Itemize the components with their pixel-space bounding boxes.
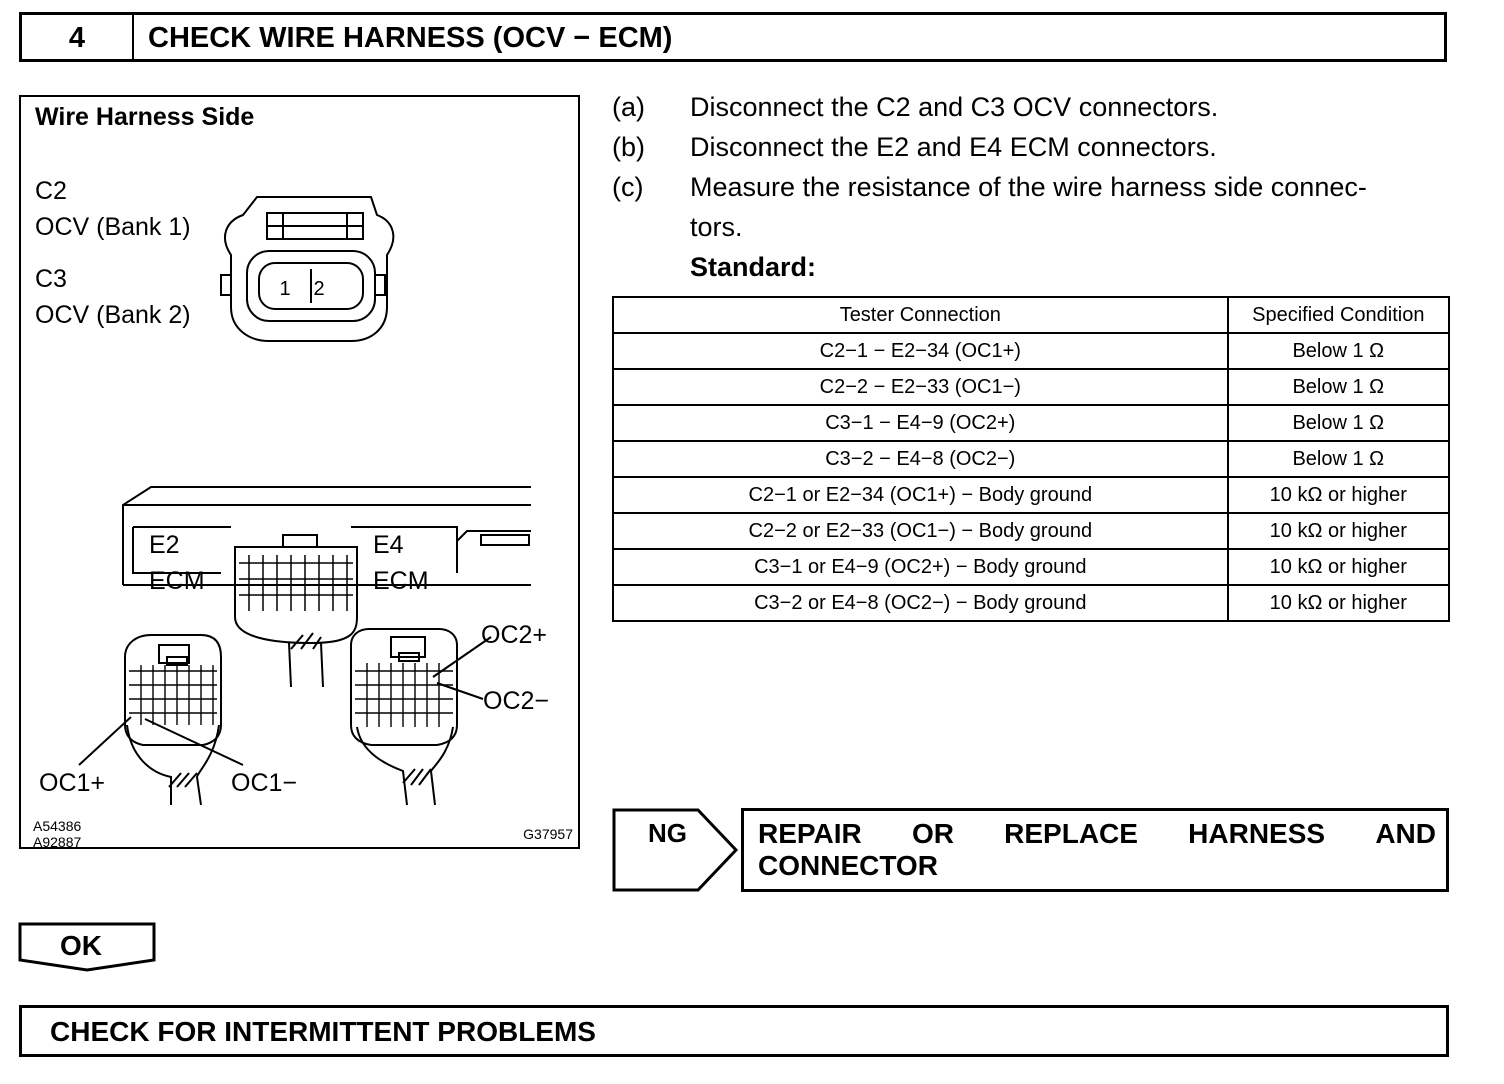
connector-diagram: Wire Harness Side C2 OCV (Bank 1) C3 OCV… (33, 103, 573, 850)
condition-cell: Below 1 Ω (1226, 332, 1451, 370)
tester-connection-cell: C3−1 − E4−9 (OC2+) (612, 404, 1229, 442)
condition-cell: Below 1 Ω (1226, 440, 1451, 478)
header-tester-connection: Tester Connection (612, 296, 1229, 334)
step-a-letter: (a) (612, 92, 645, 122)
oc1-plus-label: OC1+ (39, 769, 105, 797)
condition-cell: 10 kΩ or higher (1226, 548, 1451, 586)
step-a-text: Disconnect the C2 and C3 OCV connectors. (690, 92, 1219, 122)
oc2-minus-leader (436, 682, 484, 700)
figure-code-left-1: A54386 (33, 818, 81, 834)
oc2-plus-label: OC2+ (481, 621, 547, 649)
ng-action-word: AND (1375, 818, 1436, 849)
ng-action-box: REPAIR OR REPLACE HARNESS AND CONNECTOR (741, 808, 1449, 892)
oc1-plus-leader (78, 716, 132, 766)
oc1-minus-leader (144, 718, 244, 766)
c2-label: C2 (35, 177, 67, 205)
step-b-letter: (b) (612, 132, 645, 162)
ng-action-line1: REPAIR OR REPLACE HARNESS AND (758, 819, 1436, 849)
tester-connection-cell: C2−1 − E2−34 (OC1+) (612, 332, 1229, 370)
condition-cell: Below 1 Ω (1226, 368, 1451, 406)
oc2-plus-leader (432, 636, 492, 678)
ecm-center-connector (234, 546, 358, 645)
wire-harness-figure: Wire Harness Side C2 OCV (Bank 1) C3 OCV… (19, 95, 580, 850)
ocv-connector-body (224, 196, 395, 342)
condition-cell: 10 kΩ or higher (1226, 512, 1451, 550)
condition-cell: 10 kΩ or higher (1226, 584, 1451, 622)
table-header-row: Tester Connection Specified Condition (612, 296, 1451, 334)
tester-connection-cell: C3−2 − E4−8 (OC2−) (612, 440, 1229, 478)
next-step-box: CHECK FOR INTERMITTENT PROBLEMS (19, 1005, 1449, 1057)
e4-harness-connector (350, 628, 458, 746)
ng-arrow-box (612, 808, 739, 892)
e4-label: E4 (373, 531, 404, 559)
condition-cell: 10 kΩ or higher (1226, 476, 1451, 514)
figure-title: Wire Harness Side (35, 103, 254, 131)
tester-connection-cell: C2−1 or E2−34 (OC1+) − Body ground (612, 476, 1229, 514)
ng-action-word: OR (911, 818, 954, 849)
c3-desc: OCV (Bank 2) (35, 301, 191, 329)
step-c-text-line2: tors. (690, 212, 743, 242)
oc2-minus-label: OC2− (483, 687, 549, 715)
ok-label: OK (60, 930, 102, 961)
ng-action-word: REPLACE (1004, 818, 1138, 849)
step-title: CHECK WIRE HARNESS (OCV − ECM) (148, 22, 673, 54)
tester-connection-cell: C3−2 or E4−8 (OC2−) − Body ground (612, 584, 1229, 622)
step-c-letter: (c) (612, 172, 644, 202)
ng-label: NG (648, 818, 687, 848)
step-c-text: Measure the resistance of the wire harne… (690, 172, 1367, 202)
step-number: 4 (22, 15, 134, 59)
e4-sub: ECM (373, 567, 429, 595)
table-row: C3−1 − E4−9 (OC2+)Below 1 Ω (612, 404, 1451, 442)
ng-action-line2: CONNECTOR (758, 850, 938, 881)
tester-connection-cell: C2−2 − E2−33 (OC1−) (612, 368, 1229, 406)
table-row: C2−2 − E2−33 (OC1−)Below 1 Ω (612, 368, 1451, 406)
c3-label: C3 (35, 265, 67, 293)
ng-action-word: HARNESS (1188, 818, 1326, 849)
step-header: 4 CHECK WIRE HARNESS (OCV − ECM) (19, 12, 1447, 62)
figure-code-left-2: A92887 (33, 834, 81, 850)
step-b-text: Disconnect the E2 and E4 ECM connectors. (690, 132, 1217, 162)
oc1-minus-label: OC1− (231, 769, 297, 797)
e2-label: E2 (149, 531, 180, 559)
next-step-text: CHECK FOR INTERMITTENT PROBLEMS (50, 1016, 596, 1047)
ocv-pin-frame (258, 262, 364, 310)
tester-connection-cell: C2−2 or E2−33 (OC1−) − Body ground (612, 512, 1229, 550)
e2-harness-connector (124, 634, 222, 746)
spec-table: Tester Connection Specified Condition C2… (612, 296, 1451, 622)
pin-1: 1 (279, 278, 290, 300)
standard-label: Standard: (690, 252, 817, 282)
tester-connection-cell: C3−1 or E4−9 (OC2+) − Body ground (612, 548, 1229, 586)
table-row: C3−2 − E4−8 (OC2−)Below 1 Ω (612, 440, 1451, 478)
pin-2: 2 (313, 278, 324, 300)
figure-code-right: G37957 (523, 826, 573, 842)
ok-arrow-box (18, 922, 156, 972)
ng-action-word: REPAIR (758, 818, 862, 849)
table-row: C2−1 − E2−34 (OC1+)Below 1 Ω (612, 332, 1451, 370)
header-specified-condition: Specified Condition (1226, 296, 1451, 334)
ecm-body (122, 486, 531, 585)
condition-cell: Below 1 Ω (1226, 404, 1451, 442)
e2-sub: ECM (149, 567, 205, 595)
c2-desc: OCV (Bank 1) (35, 213, 191, 241)
